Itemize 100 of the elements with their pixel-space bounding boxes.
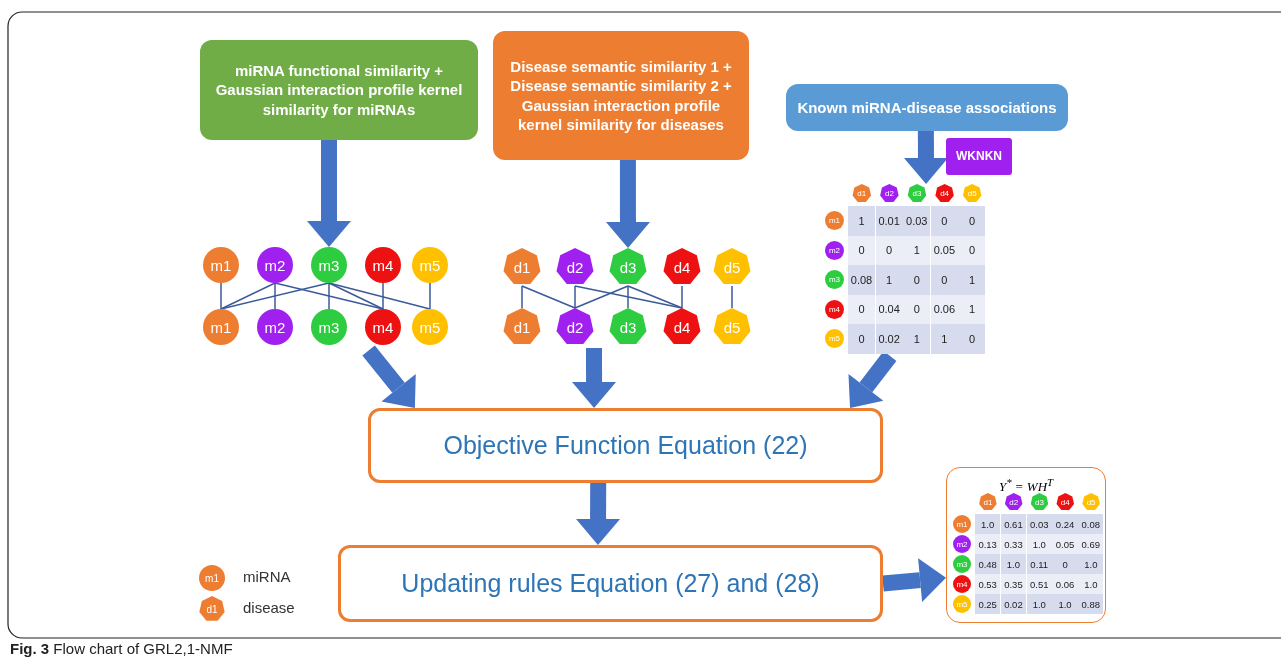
disease-node: d1 bbox=[503, 308, 541, 346]
mirna-node: m5 bbox=[412, 309, 448, 345]
method-box: WKNKN bbox=[946, 138, 1012, 175]
legend-marker: m1 bbox=[199, 565, 225, 591]
mirna-node: m3 bbox=[311, 309, 347, 345]
mirna-marker: m5 bbox=[825, 329, 844, 349]
matrix-cell: 1.0 bbox=[975, 514, 1002, 534]
matrix-cell: 0.33 bbox=[1000, 534, 1028, 554]
disease-marker: d1 bbox=[852, 184, 872, 203]
matrix-cell: 0.03 bbox=[1026, 514, 1053, 534]
matrix-cell: 0.13 bbox=[975, 534, 1002, 554]
matrix-cell: 0.03 bbox=[903, 206, 932, 236]
matrix-cell: 1.0 bbox=[1000, 554, 1028, 574]
arrow bbox=[307, 140, 351, 247]
matrix-cell: 0.01 bbox=[875, 206, 904, 236]
mirna-marker: m2 bbox=[825, 240, 844, 260]
matrix-cell: 0.88 bbox=[1078, 594, 1105, 614]
mirna-node: m1 bbox=[203, 309, 239, 345]
matrix-cell: 1 bbox=[903, 235, 932, 265]
matrix-cell: 0 bbox=[903, 294, 932, 324]
matrix-cell: 0 bbox=[930, 265, 959, 295]
connector-line bbox=[328, 282, 384, 310]
mirna-marker: m3 bbox=[825, 270, 844, 290]
connector-line bbox=[220, 282, 276, 310]
connector-line bbox=[328, 282, 330, 310]
mirna-node: m3 bbox=[311, 247, 347, 283]
connector-line bbox=[681, 285, 683, 309]
legend-label: miRNA bbox=[243, 568, 291, 585]
equation-box: Updating rules Equation (27) and (28) bbox=[338, 545, 883, 622]
mirna-marker: m1 bbox=[953, 515, 971, 533]
matrix-cell: 0 bbox=[958, 324, 987, 354]
matrix-cell: 1 bbox=[930, 324, 959, 354]
matrix-cell: 1.0 bbox=[1026, 534, 1053, 554]
equation-box: Objective Function Equation (22) bbox=[368, 408, 883, 483]
mirna-marker: m4 bbox=[953, 575, 971, 593]
connector-line bbox=[521, 285, 576, 309]
matrix-cell: 0 bbox=[848, 324, 877, 354]
connector-line bbox=[574, 285, 629, 309]
matrix-cell: 1.0 bbox=[1078, 574, 1105, 594]
matrix-cell: 0.11 bbox=[1026, 554, 1053, 574]
matrix-cell: 0 bbox=[930, 206, 959, 236]
disease-marker: d2 bbox=[879, 184, 899, 203]
disease-marker: d1 bbox=[978, 493, 997, 511]
mirna-node: m4 bbox=[365, 309, 401, 345]
matrix-cell: 0.25 bbox=[975, 594, 1002, 614]
arrow bbox=[605, 160, 650, 248]
matrix-cell: 0 bbox=[958, 235, 987, 265]
matrix-cell: 0.53 bbox=[975, 574, 1002, 594]
mirna-marker: m4 bbox=[825, 299, 844, 319]
legend-label: disease bbox=[243, 599, 295, 616]
connector-line bbox=[220, 282, 330, 310]
matrix-cell: 0 bbox=[848, 235, 877, 265]
matrix-cell: 1.0 bbox=[1052, 594, 1079, 614]
matrix-cell: 1.0 bbox=[1078, 554, 1105, 574]
mirna-node: m2 bbox=[257, 247, 293, 283]
matrix-cell: 0.61 bbox=[1000, 514, 1028, 534]
mirna-marker: m3 bbox=[953, 555, 971, 573]
connector-line bbox=[574, 285, 576, 309]
connector-line bbox=[627, 285, 629, 309]
process-box: Known miRNA-disease associations bbox=[786, 84, 1068, 131]
connector-line bbox=[382, 282, 384, 310]
matrix-cell: 0 bbox=[903, 265, 932, 295]
formula: Y$^{*}$ = WH$^{T}$ bbox=[997, 476, 1055, 496]
disease-node: d5 bbox=[713, 308, 751, 346]
connector-line bbox=[220, 282, 222, 310]
matrix-cell: 0.08 bbox=[848, 265, 877, 295]
figure-caption: Fig. 3 Flow chart of GRL2,1-NMF bbox=[10, 640, 233, 657]
disease-marker: d3 bbox=[907, 184, 927, 203]
disease-marker: d2 bbox=[1004, 493, 1023, 511]
disease-marker: d3 bbox=[1030, 493, 1049, 511]
legend-marker: d1 bbox=[199, 596, 225, 622]
disease-node: d2 bbox=[556, 248, 594, 286]
arrow bbox=[576, 482, 621, 545]
matrix-cell: 0.69 bbox=[1078, 534, 1105, 554]
connector-line bbox=[521, 285, 523, 309]
disease-node: d1 bbox=[503, 248, 541, 286]
disease-marker: d5 bbox=[962, 184, 982, 203]
prediction-matrix-panel bbox=[946, 467, 1106, 623]
disease-node: d5 bbox=[713, 248, 751, 286]
disease-marker: d4 bbox=[1056, 493, 1075, 511]
matrix-cell: 1 bbox=[958, 294, 987, 324]
mirna-marker: m5 bbox=[953, 595, 971, 613]
arrow bbox=[882, 558, 946, 603]
matrix-cell: 0.02 bbox=[1000, 594, 1028, 614]
matrix-cell: 0.24 bbox=[1052, 514, 1079, 534]
mirna-marker: m1 bbox=[825, 211, 844, 231]
matrix-cell: 0 bbox=[958, 206, 987, 236]
connector-line bbox=[328, 282, 431, 310]
matrix-cell: 0.06 bbox=[1052, 574, 1079, 594]
connector-line bbox=[731, 285, 733, 309]
disease-node: d2 bbox=[556, 308, 594, 346]
matrix-cell: 1 bbox=[903, 324, 932, 354]
mirna-node: m4 bbox=[365, 247, 401, 283]
matrix-cell: 0.51 bbox=[1026, 574, 1053, 594]
connector-line bbox=[627, 285, 683, 309]
matrix-cell: 0.05 bbox=[1052, 534, 1079, 554]
arrow bbox=[904, 130, 948, 184]
disease-node: d4 bbox=[663, 308, 701, 346]
matrix-cell: 0.48 bbox=[975, 554, 1002, 574]
process-box: miRNA functional similarity + Gaussian interaction profile kernel similarity for miRNAs bbox=[200, 40, 478, 140]
